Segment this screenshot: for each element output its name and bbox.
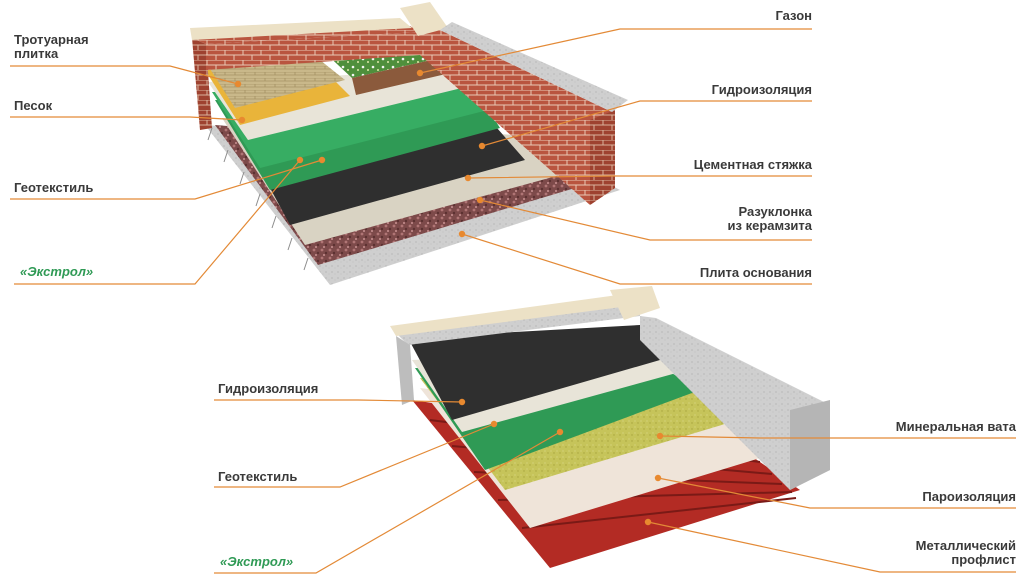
bottom-back-coping <box>390 292 645 336</box>
top-back-wall-face <box>206 32 420 70</box>
top-roof-illustration <box>190 2 628 285</box>
dot-vapor <box>654 474 662 482</box>
leader-sand <box>10 116 243 121</box>
label-screed: Цементная стяжка <box>693 157 812 172</box>
dot-sand <box>238 116 246 124</box>
dot-waterproofing-top <box>478 142 486 150</box>
label-waterproofing-top: Гидроизоляция <box>711 82 812 97</box>
label-sand: Песок <box>14 98 53 113</box>
leader-deck <box>647 521 1016 573</box>
leader-lawn <box>419 28 812 74</box>
label-waterproofing-bottom: Гидроизоляция <box>218 381 319 396</box>
label-mineral-wool: Минеральная вата <box>895 419 1016 434</box>
label-geotextile-top: Геотекстиль <box>14 180 94 195</box>
label-vapor-barrier: Пароизоляция <box>922 489 1016 504</box>
bottom-right-coping <box>610 286 660 320</box>
leader-slope <box>479 199 812 241</box>
leader-lines <box>10 28 1016 574</box>
top-fastener-rods <box>207 127 309 271</box>
leader-brand-bottom <box>214 431 561 574</box>
bottom-right-wall-face <box>790 400 830 490</box>
top-back-coping <box>190 18 412 40</box>
leader-vapor <box>657 477 1016 509</box>
leader-geotextile-bottom <box>214 423 495 488</box>
leader-wool <box>659 435 1016 439</box>
leader-base <box>461 233 812 285</box>
top-right-concrete-cap <box>440 22 628 112</box>
leader-waterproofing-top <box>481 100 812 147</box>
top-right-coping <box>400 2 448 36</box>
bottom-roof-illustration <box>390 286 830 568</box>
bottom-membrane-layer <box>408 325 660 420</box>
dot-slope <box>476 196 484 204</box>
dot-geotextile-top <box>318 156 326 164</box>
dot-screed <box>464 174 472 182</box>
leader-waterproofing-bottom <box>214 399 463 403</box>
top-lawn-soil <box>352 58 446 95</box>
leader-geotextile-top <box>10 159 323 200</box>
top-right-brick-wall <box>420 30 615 205</box>
dot-brand-bottom <box>556 428 564 436</box>
label-geotextile-bottom: Геотекстиль <box>218 469 298 484</box>
leader-brand-top <box>14 159 301 285</box>
dot-base <box>458 230 466 238</box>
dot-wool <box>656 432 664 440</box>
dot-deck <box>644 518 652 526</box>
leader-tile <box>10 65 239 85</box>
top-right-wall-face <box>590 110 615 205</box>
label-brand-top: «Экстрол» <box>20 264 94 279</box>
dot-waterproofing-bottom <box>458 398 466 406</box>
dot-geotextile-bottom <box>490 420 498 428</box>
label-lawn: Газон <box>775 8 812 23</box>
dot-tile <box>234 80 242 88</box>
leader-screed <box>467 175 812 179</box>
bottom-left-wall <box>396 336 414 405</box>
dot-lawn <box>416 69 424 77</box>
label-base-slab: Плита основания <box>699 265 812 280</box>
leader-dots <box>234 69 664 526</box>
dot-brand-top <box>296 156 304 164</box>
label-brand-bottom: «Экстрол» <box>220 554 294 569</box>
bottom-right-wall <box>640 316 830 490</box>
